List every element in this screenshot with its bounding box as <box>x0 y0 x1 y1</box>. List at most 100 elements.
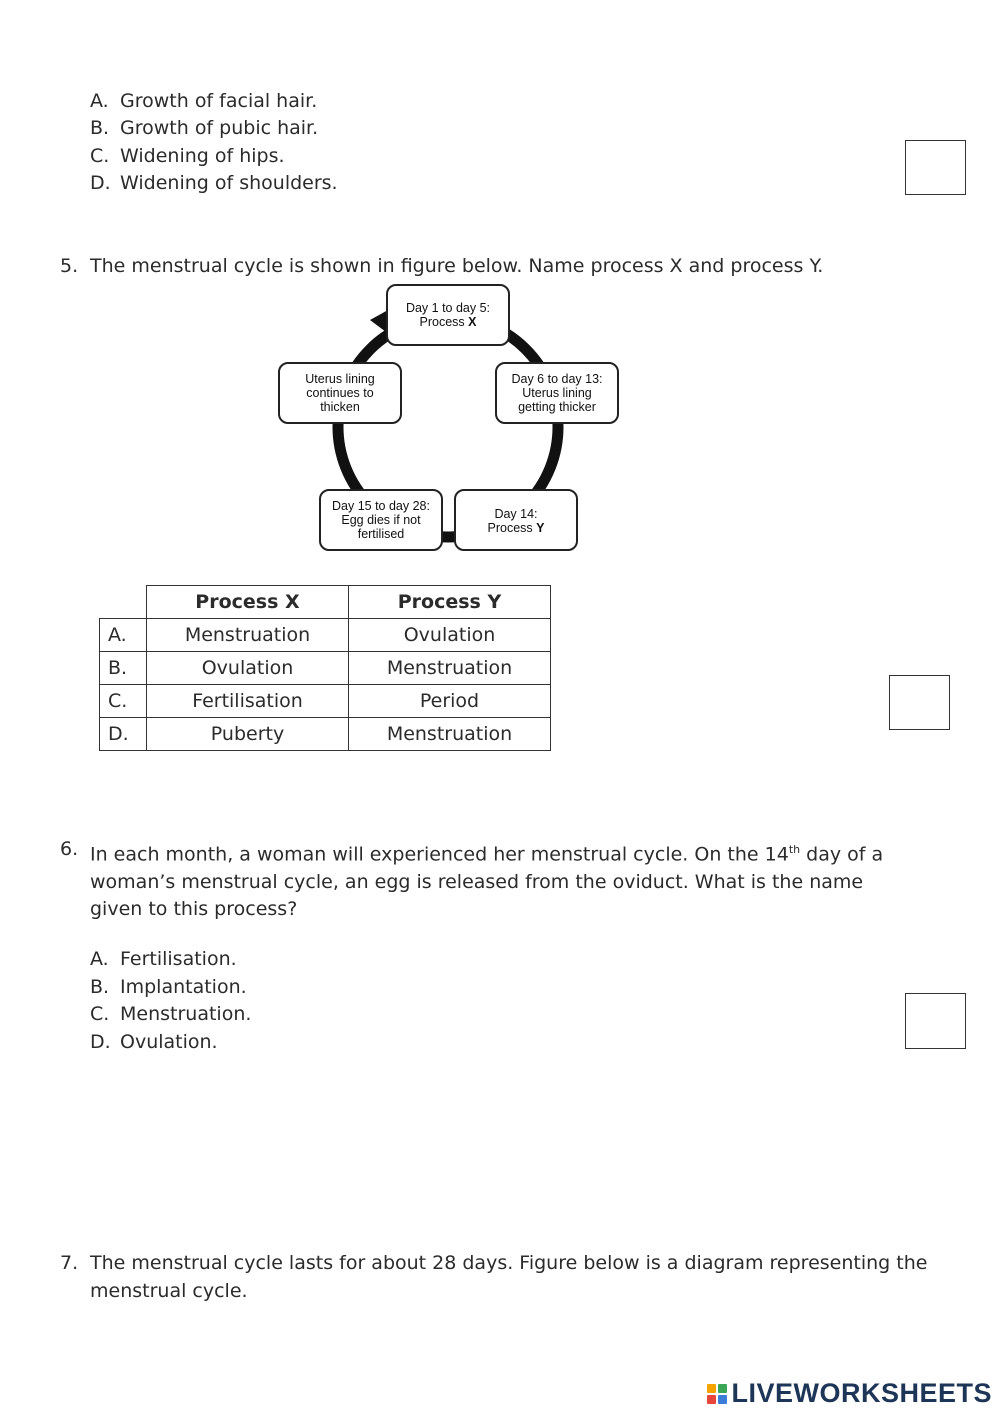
q4-answer-box[interactable] <box>905 140 966 195</box>
option-letter: A. <box>90 90 109 112</box>
option-letter: C. <box>90 145 110 167</box>
stage-text-left: Uterus lining continues to thicken <box>279 372 401 414</box>
q6-question: 6. In each month, a woman will experienc… <box>60 836 960 920</box>
stage-line: Process Y <box>455 521 577 535</box>
table-row: B. Ovulation Menstruation <box>99 651 551 685</box>
stage-text-bottom-left: Day 15 to day 28: Egg dies if not fertil… <box>320 499 442 541</box>
option-text: Ovulation. <box>120 1031 218 1053</box>
stage-box-left <box>278 362 402 424</box>
question-text: The menstrual cycle lasts for about 28 d… <box>90 1250 960 1305</box>
option-text: Widening of shoulders. <box>120 172 338 194</box>
logo-tile <box>707 1394 717 1404</box>
stage-line: Day 15 to day 28: <box>332 499 430 513</box>
cycle-arrowhead <box>370 310 388 332</box>
question-line-part: In each month, a woman will experienced … <box>90 843 789 866</box>
question-text: The menstrual cycle is shown in figure b… <box>90 255 824 277</box>
question-line: The menstrual cycle lasts for about 28 d… <box>90 1252 928 1274</box>
table-cell: Ovulation <box>348 618 551 652</box>
table-cell: Period <box>348 684 551 718</box>
option-letter: B. <box>90 117 110 139</box>
table-cell: Ovulation <box>146 651 349 685</box>
stage-box-bottom-left <box>319 489 443 551</box>
q5-answer-box[interactable] <box>889 675 950 730</box>
stage-line-prefix: Process <box>487 521 537 535</box>
option-letter: D. <box>90 1031 111 1053</box>
stage-box-top <box>386 284 510 346</box>
stage-line: Day 6 to day 13: <box>511 372 603 386</box>
option-letter: B. <box>90 976 110 998</box>
stage-line: getting thicker <box>518 400 596 414</box>
option-text: Widening of hips. <box>120 145 285 167</box>
q4-option-d: D. Widening of shoulders. <box>90 171 338 195</box>
option-text: Menstruation. <box>120 1003 252 1025</box>
table-header: Process Y <box>348 585 551 619</box>
q6-option-d: D. Ovulation. <box>90 1030 218 1054</box>
stage-line: Process X <box>387 315 509 329</box>
stage-line: Uterus lining <box>522 386 592 400</box>
question-number: 7. <box>60 1252 79 1274</box>
q6-option-c: C. Menstruation. <box>90 1002 251 1026</box>
stage-line: Day 14: <box>494 507 538 521</box>
table-corner <box>99 585 147 619</box>
table-cell: Menstruation <box>348 717 551 751</box>
liveworksheets-logo-icon <box>707 1383 728 1404</box>
stage-box-bottom-right <box>454 489 578 551</box>
option-text: Implantation. <box>120 976 247 998</box>
stage-line: Egg dies if not <box>341 513 421 527</box>
logo-tile <box>718 1394 728 1404</box>
stage-line: Day 1 to day 5: <box>405 301 491 315</box>
q4-option-b: B. Growth of pubic hair. <box>90 116 318 140</box>
menstrual-cycle-diagram <box>278 284 619 551</box>
question-number: 6. <box>60 838 79 860</box>
q7-question: 7. The menstrual cycle lasts for about 2… <box>60 1250 960 1306</box>
logo-tile <box>707 1383 717 1393</box>
option-text: Fertilisation. <box>120 948 237 970</box>
stage-line-bold: Y <box>536 521 545 535</box>
row-label: C. <box>99 684 147 718</box>
table-header: Process X <box>146 585 349 619</box>
stage-line: fertilised <box>357 527 405 541</box>
table-cell: Fertilisation <box>146 684 349 718</box>
row-label: A. <box>99 618 147 652</box>
option-letter: A. <box>90 948 109 970</box>
ordinal-suffix: th <box>788 843 801 856</box>
stage-line: thicken <box>320 400 360 414</box>
question-line-part: day of a <box>800 843 884 866</box>
table-row: D. Puberty Menstruation <box>99 717 551 751</box>
q6-option-b: B. Implantation. <box>90 975 247 999</box>
question-text: In each month, a woman will experienced … <box>90 836 950 924</box>
option-text: Growth of facial hair. <box>120 90 318 112</box>
table-row: C. Fertilisation Period <box>99 684 551 718</box>
stage-text-top: Day 1 to day 5: Process X <box>387 301 509 329</box>
question-line: woman’s menstrual cycle, an egg is relea… <box>90 870 864 893</box>
stage-line-bold: X <box>468 315 477 329</box>
table-cell: Menstruation <box>146 618 349 652</box>
stage-text-right: Day 6 to day 13: Uterus lining getting t… <box>496 372 618 414</box>
q4-option-c: C. Widening of hips. <box>90 144 285 168</box>
q5-process-table: Process X Process Y A. Menstruation Ovul… <box>99 585 551 751</box>
question-number: 5. <box>60 255 79 277</box>
stage-text-bottom-right: Day 14: Process Y <box>455 507 577 535</box>
row-label: D. <box>99 717 147 751</box>
table-header-row: Process X Process Y <box>99 585 551 619</box>
brand-text: LIVEWORKSHEETS <box>731 1378 992 1408</box>
q4-option-a: A. Growth of facial hair. <box>90 89 317 113</box>
stage-line: Uterus lining <box>305 372 375 386</box>
option-text: Growth of pubic hair. <box>120 117 319 139</box>
question-line: menstrual cycle. <box>90 1279 248 1302</box>
q5-question: 5. The menstrual cycle is shown in figur… <box>60 253 960 281</box>
row-label: B. <box>99 651 147 685</box>
stage-box-right <box>495 362 619 424</box>
liveworksheets-logo: LIVEWORKSHEETS <box>707 1378 992 1409</box>
table-cell: Puberty <box>146 717 349 751</box>
question-line: In each month, a woman will experienced … <box>90 836 950 869</box>
table-row: A. Menstruation Ovulation <box>99 618 551 652</box>
q6-option-a: A. Fertilisation. <box>90 947 237 971</box>
stage-line-prefix: Process <box>419 315 469 329</box>
q6-answer-box[interactable] <box>905 993 966 1049</box>
question-line: given to this process? <box>90 898 298 921</box>
table-cell: Menstruation <box>348 651 551 685</box>
option-letter: D. <box>90 172 111 194</box>
logo-tile <box>718 1383 728 1393</box>
option-letter: C. <box>90 1003 110 1025</box>
